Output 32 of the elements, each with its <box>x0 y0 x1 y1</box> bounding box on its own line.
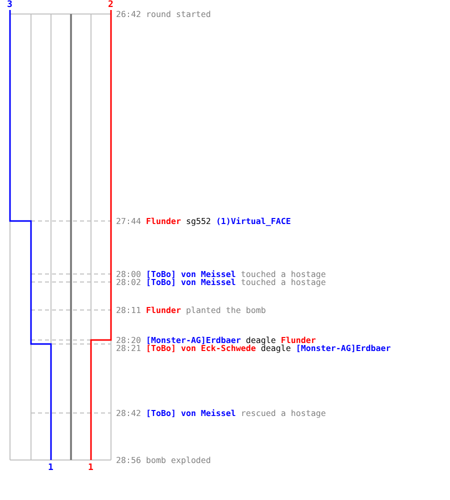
timestamp: 28:00 <box>116 269 141 279</box>
player-name: Flunder <box>280 335 316 345</box>
event-text: touched a hostage <box>240 269 326 279</box>
timestamp: 28:11 <box>116 305 141 315</box>
timestamp: 28:02 <box>116 277 141 287</box>
timestamp: 28:56 <box>116 455 141 465</box>
event-text: planted the bomb <box>186 305 266 315</box>
player-count: 3 <box>7 0 12 10</box>
event-text: bomb exploded <box>146 455 211 465</box>
player-name: [ToBo] von Meissel <box>146 408 236 418</box>
timestamp: 28:21 <box>116 343 141 353</box>
player-name: [Monster-AG]Erdbaer <box>296 343 391 353</box>
timestamp: 28:20 <box>116 335 141 345</box>
player-count: 1 <box>88 463 94 473</box>
player-count: 2 <box>108 0 114 10</box>
player-name: Flunder <box>146 305 181 315</box>
player-name: [Monster-AG]Erdbaer <box>146 335 241 345</box>
timestamp: 27:44 <box>116 216 141 226</box>
player-name: Flunder <box>146 216 181 226</box>
weapon-name: sg552 <box>186 216 211 226</box>
timestamp: 26:42 <box>116 9 141 19</box>
weapon-name: deagle <box>260 343 291 353</box>
event-text: round started <box>146 9 211 19</box>
player-name: [ToBo] von Eck-Schwede <box>146 343 256 353</box>
event-text: touched a hostage <box>240 277 326 287</box>
event-text: rescued a hostage <box>240 408 326 418</box>
player-name: (1)Virtual_FACE <box>216 216 291 226</box>
player-name: [ToBo] von Meissel <box>146 269 236 279</box>
timestamp: 28:42 <box>116 408 141 418</box>
player-name: [ToBo] von Meissel <box>146 277 236 287</box>
player-count: 1 <box>48 463 54 473</box>
weapon-name: deagle <box>246 335 276 345</box>
